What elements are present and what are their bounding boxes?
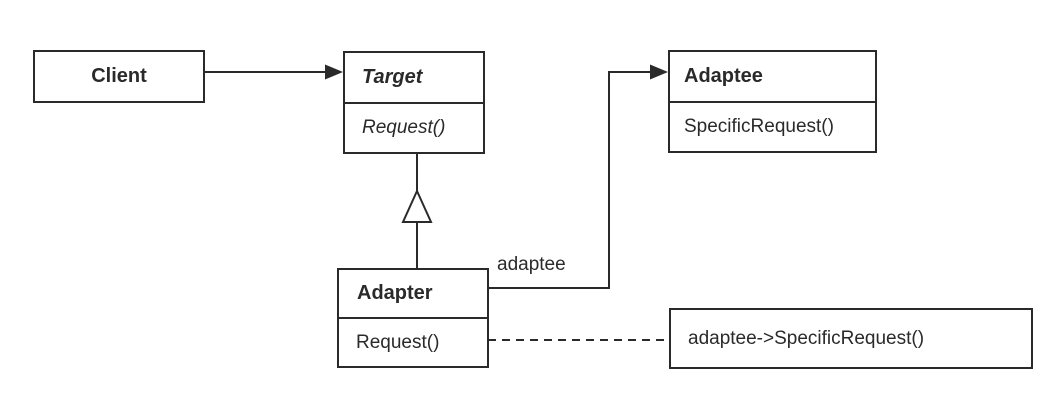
class-box-adapter: Adapter Request() xyxy=(337,268,489,368)
note-text: adaptee->SpecificRequest() xyxy=(688,327,925,349)
filled-arrowhead-icon xyxy=(325,64,343,80)
association-role-label: adaptee xyxy=(497,254,566,275)
method-adaptee-specificrequest: SpecificRequest() xyxy=(670,101,875,151)
note-box: adaptee->SpecificRequest() xyxy=(669,308,1033,369)
class-box-target: Target Request() xyxy=(343,51,485,154)
filled-arrowhead-icon xyxy=(650,64,668,80)
method-target-request: Request() xyxy=(345,102,483,152)
generalization-triangle-icon xyxy=(401,188,433,223)
class-name-adapter: Adapter xyxy=(357,282,433,304)
method-adapter-request: Request() xyxy=(339,317,487,366)
class-name-target: Target xyxy=(362,66,423,88)
class-box-client: Client xyxy=(33,50,205,103)
class-name-client: Client xyxy=(91,65,147,87)
class-box-adaptee: Adaptee SpecificRequest() xyxy=(668,50,877,153)
class-name-adaptee: Adaptee xyxy=(684,65,763,87)
